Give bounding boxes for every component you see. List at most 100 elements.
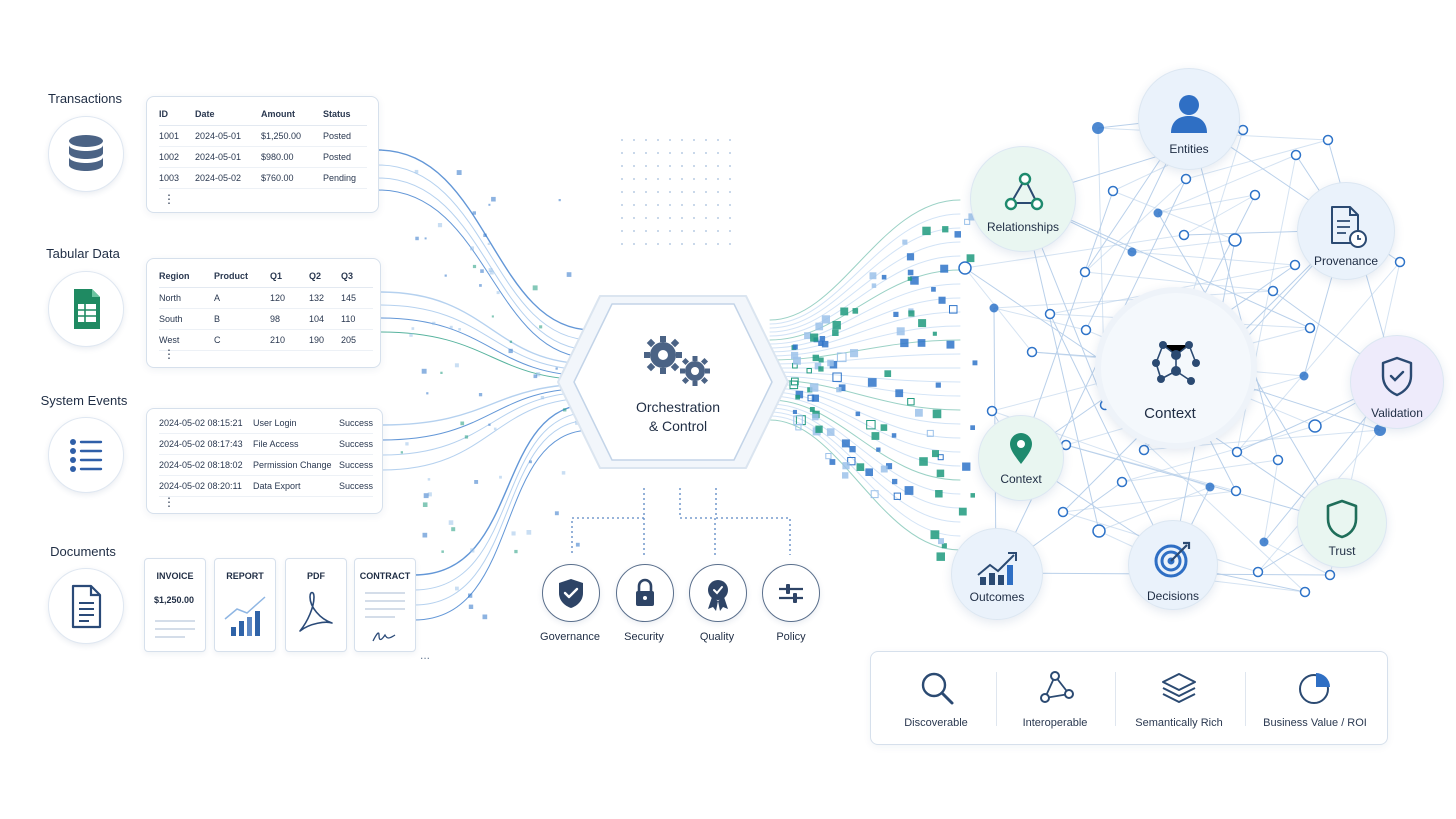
grid-dot [621,152,623,154]
grid-dot [657,165,659,167]
particle [496,291,500,295]
network-edge [1131,239,1236,253]
grid-dot [657,139,659,141]
grid-dot [669,152,671,154]
output-square [818,366,824,372]
table-row: South B 98 104 110 [159,308,373,330]
network-node [1127,247,1137,257]
grid-dot [717,230,719,232]
output-square [970,493,975,498]
network-node [1290,149,1302,161]
table-cell: 1003 [159,167,195,189]
grid-dot [729,191,731,193]
table-row: 2024-05-02 08:17:43 File Access Success [159,433,373,455]
grid-dot [657,230,659,232]
table-cell: Success [338,475,373,497]
network-node [1272,454,1284,466]
flow-line [377,189,593,359]
particle [526,530,532,535]
output-square [795,390,804,399]
security-button[interactable] [616,564,674,622]
events-table: 2024-05-02 08:15:21 User Login Success 2… [159,413,373,497]
output-square [935,490,943,498]
grid-dot [693,165,695,167]
table-cell: $980.00 [261,146,323,168]
network-node [989,303,999,313]
output-square [792,409,797,414]
context-center-node[interactable]: Context [1095,287,1257,449]
network-edge [1185,139,1329,180]
governance-button[interactable] [542,564,600,622]
particle [529,460,532,464]
decisions-label: Decisions [1146,589,1200,603]
output-square [904,486,914,495]
table-cell: 2024-05-02 08:20:11 [159,475,253,497]
flow-line [413,411,593,591]
particle [474,480,479,484]
output-square [880,424,888,431]
nodes-icon [1040,671,1074,703]
quality-button[interactable] [689,564,747,622]
outcomes-node[interactable]: Outcomes [951,528,1043,620]
output-square [907,276,912,281]
particle [451,527,456,532]
output-square [825,453,832,460]
decisions-node[interactable]: Decisions [1128,520,1218,610]
grid-dot [717,178,719,180]
grid-dot [681,243,683,245]
particle [448,520,454,525]
trust-node[interactable]: Trust [1297,478,1387,568]
output-square [907,269,914,276]
output-square [946,340,955,349]
report-document: REPORT [214,558,276,652]
particle [491,315,494,318]
output-square [893,311,899,317]
tabular-source-circle [48,271,124,347]
table-cell: 2024-05-01 [195,146,261,168]
quality-label: Quality [699,631,735,643]
column-header: Status [323,103,367,126]
network-icon [1152,341,1200,385]
relationships-node[interactable]: Relationships [970,146,1076,252]
output-square [881,274,887,280]
particle [478,393,483,397]
output-square [876,447,881,452]
output-square [793,356,801,365]
table-cell: 98 [270,308,309,330]
grid-dot [729,204,731,206]
network-edge [1263,541,1331,576]
grid-dot [645,152,647,154]
flow-line [381,387,593,441]
particle [423,493,429,499]
network-node [1230,485,1242,497]
particle [480,269,484,273]
entities-node[interactable]: Entities [1138,68,1240,170]
table-cell: Permission Change [252,454,339,476]
contract-document: CONTRACT [354,558,416,652]
particle [540,396,545,400]
output-square [884,370,892,377]
grid-dot [717,191,719,193]
input-particles [400,169,583,620]
particle [422,502,428,507]
grid-dot [681,204,683,206]
network-node [1138,444,1150,456]
network-node [1259,537,1269,547]
divider [1115,672,1116,726]
flow-line [379,331,593,381]
validation-node[interactable]: Validation [1350,335,1444,429]
grid-dot [645,178,647,180]
table-cell: 2024-05-02 [195,167,261,189]
grid-dot [729,165,731,167]
table-cell: 1002 [159,146,195,168]
particle [482,614,488,620]
context-node[interactable]: Context [978,415,1064,501]
invoice-document: INVOICE $1,250.00 [144,558,206,652]
provenance-node[interactable]: Provenance [1297,182,1395,280]
particle [454,363,459,368]
grid-dot [621,230,623,232]
policy-label: Policy [776,631,806,643]
policy-button[interactable] [762,564,820,622]
particle [499,475,502,479]
text-lines-icon [155,620,195,638]
